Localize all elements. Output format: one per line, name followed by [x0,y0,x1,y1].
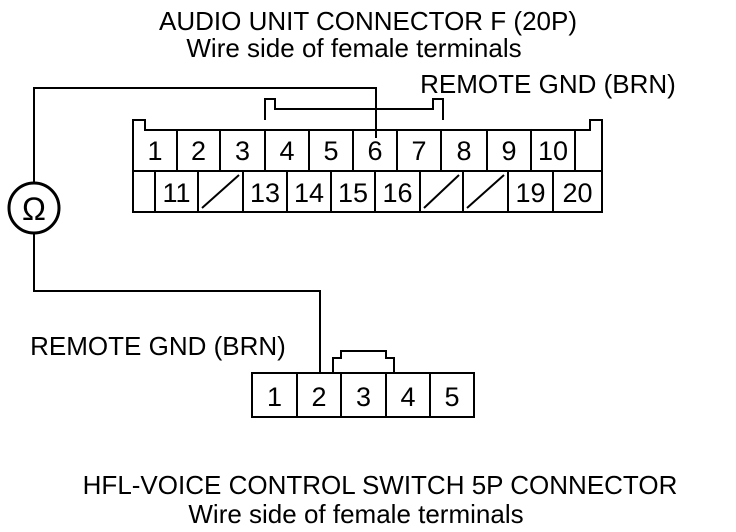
top-pin-label: 2 [191,136,206,166]
bottom-wire-label: REMOTE GND (BRN) [30,331,286,361]
bottom-connector-subtitle: Wire side of female terminals [188,499,523,529]
top-pin-label: 13 [250,178,280,208]
bottom-pin-label: 2 [311,382,326,412]
top-connector-subtitle: Wire side of female terminals [186,33,521,63]
bottom-pin-label: 3 [356,382,371,412]
top-pin-label: 5 [323,136,338,166]
top-pin-label: 1 [147,136,162,166]
empty-cavity-mark [201,174,240,209]
top-pin-label: 10 [538,136,568,166]
top-pin-label: 3 [235,136,250,166]
ohmmeter-icon: Ω [7,181,61,235]
top-pin-label: 11 [162,178,190,208]
bottom-pin-label: 1 [267,382,282,412]
top-pin-label: 9 [501,136,516,166]
top-connector-title: AUDIO UNIT CONNECTOR F (20P) [159,6,577,36]
top-wire-label: REMOTE GND (BRN) [420,69,676,99]
ohm-symbol: Ω [22,191,46,227]
top-pin-label: 14 [294,178,324,208]
bottom-pin-label: 4 [400,382,415,412]
bottom-pin-label: 5 [444,382,459,412]
top-pin-label: 4 [279,136,294,166]
empty-cavity-mark [466,174,505,209]
top-pin-label: 19 [515,178,545,208]
empty-cavity-mark [423,174,460,209]
top-pin-label: 16 [382,178,412,208]
top-pin-label: 6 [367,136,382,166]
top-pin-label: 7 [411,136,426,166]
top-pin-label: 8 [456,136,471,166]
top-pin-label: 15 [338,178,368,208]
bottom-connector-title: HFL-VOICE CONTROL SWITCH 5P CONNECTOR [83,470,678,500]
top-pin-label: 20 [562,178,592,208]
test-lead-wires [33,87,377,373]
